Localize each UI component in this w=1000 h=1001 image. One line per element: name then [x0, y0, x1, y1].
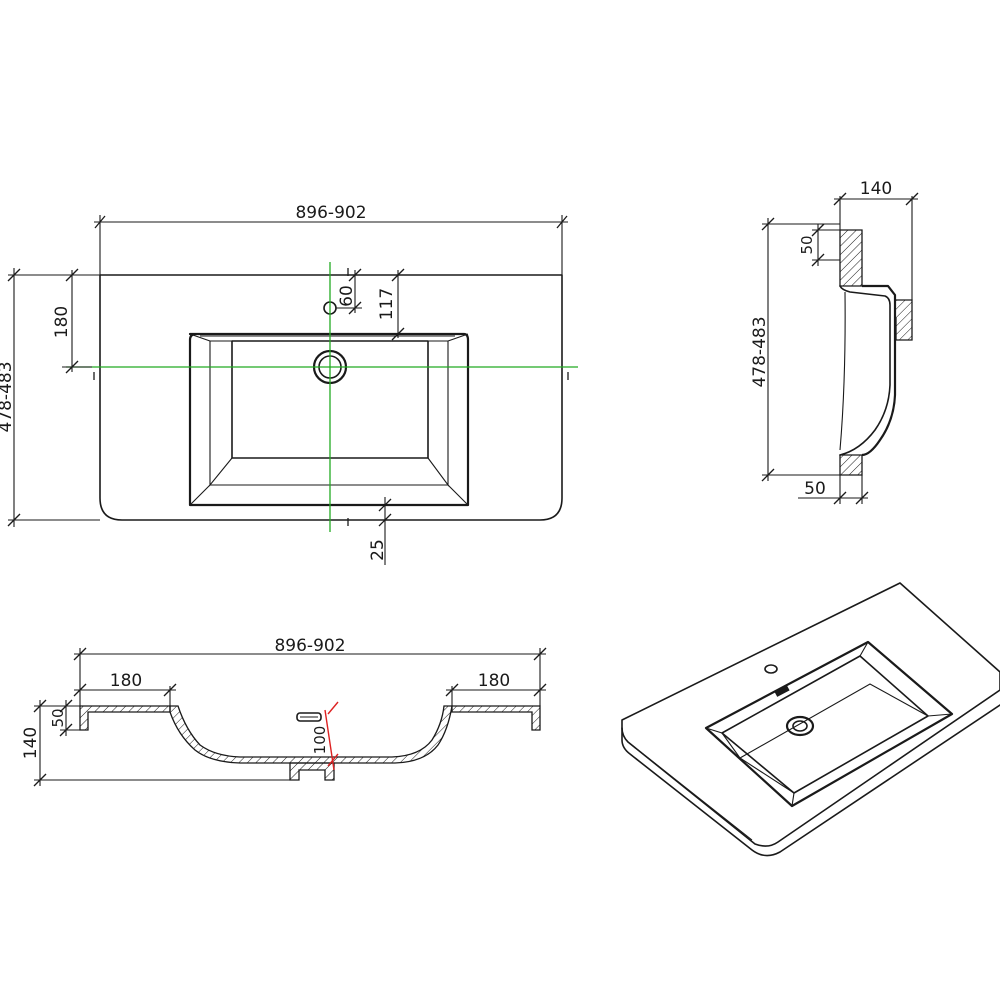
isometric-view [621, 582, 1000, 857]
front-drain [289, 762, 335, 781]
top-depth-label: 478-483 [0, 361, 16, 432]
front-height-label: 140 [21, 727, 41, 759]
side-depth-label: 140 [860, 179, 892, 199]
front-right-label: 180 [478, 671, 510, 691]
side-front-lip [839, 454, 863, 476]
side-back-rim [839, 229, 863, 287]
drain-offset-label: 100 [311, 726, 329, 755]
iso-drain-icon [785, 715, 815, 737]
top-offset-label: 180 [52, 306, 72, 338]
overflow-slot-icon [296, 712, 322, 722]
side-overall-label: 478-483 [750, 316, 770, 387]
iso-tap-hole-icon [764, 664, 778, 674]
side-front-label: 50 [804, 479, 826, 499]
top-view: 896-902 478-483 180 60 117 25 [0, 203, 578, 565]
top-width-label: 896-902 [295, 203, 366, 223]
front-thickness-label: 50 [49, 708, 67, 727]
front-left-deck [79, 705, 171, 731]
side-view: 140 50 478-483 50 [750, 179, 919, 505]
front-right-deck [451, 705, 541, 731]
front-left-label: 180 [110, 671, 142, 691]
front-edge-label: 25 [368, 539, 388, 561]
top-view-outline [99, 274, 563, 521]
side-rim-label: 50 [798, 235, 816, 254]
iso-overflow-icon [774, 685, 790, 697]
tap-offset-label: 60 [337, 285, 357, 307]
tap-bowl-label: 117 [377, 288, 397, 320]
front-width-label: 896-902 [274, 636, 345, 656]
front-view: 100 896-902 180 180 50 140 [21, 636, 547, 787]
